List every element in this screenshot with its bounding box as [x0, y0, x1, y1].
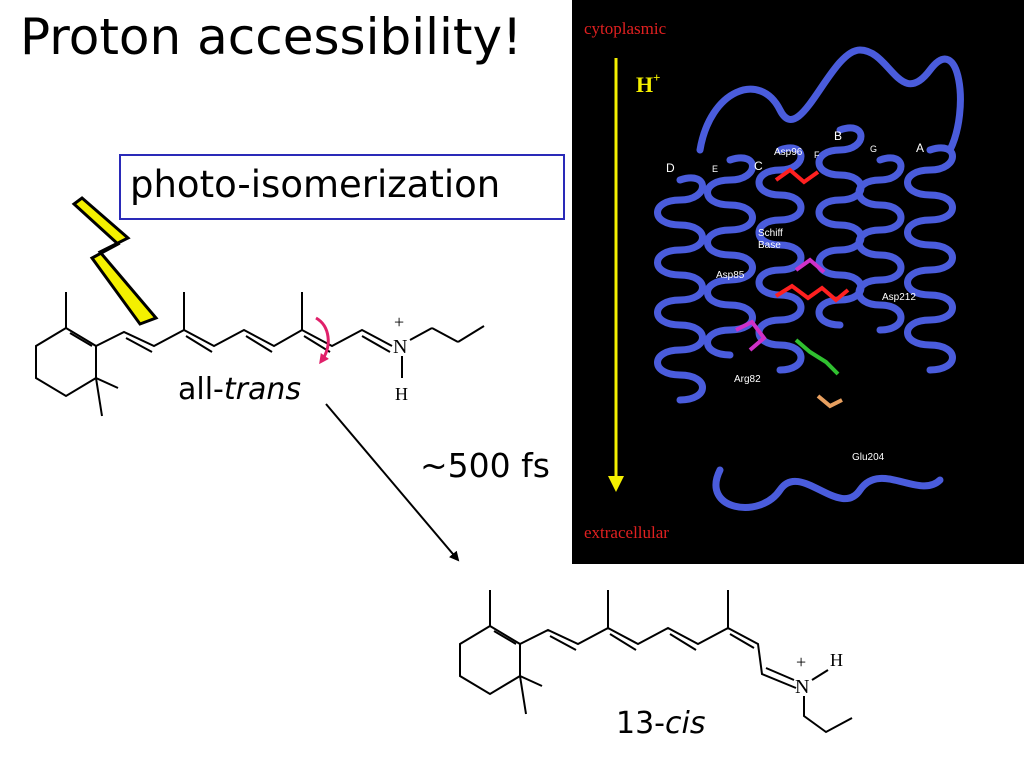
residue-label-asp212: Asp212	[882, 292, 916, 303]
helix-label-g: G	[870, 144, 877, 154]
bottom-hydrogen: H	[830, 650, 843, 670]
13-cis-molecule	[459, 590, 853, 734]
helix-label-b: B	[834, 129, 842, 143]
process-box	[119, 154, 565, 220]
slide-title: Proton accessibility!	[20, 8, 523, 66]
proton-charge: +	[653, 70, 660, 85]
helix-ribbons	[654, 46, 964, 511]
13-cis-label: 13-cis	[616, 706, 706, 741]
process-label: photo-isomerization	[130, 163, 501, 206]
timescale-label: ~500 fs	[420, 446, 550, 485]
helix-label-c: C	[754, 159, 763, 173]
bottom-charge: +	[796, 652, 806, 672]
residue-label-arg82: Arg82	[734, 374, 761, 385]
helix-label-d: D	[666, 161, 675, 175]
all-trans-molecule	[35, 292, 485, 417]
extracellular-label: extracellular	[584, 523, 669, 542]
helix-label-f: F	[814, 150, 820, 160]
protein-structure-panel: cytoplasmic extracellular H + D	[572, 0, 1024, 564]
lightning-bolt-icon	[71, 196, 159, 326]
bottom-nitrogen: N	[795, 676, 809, 698]
residue-label-base: Base	[758, 240, 781, 251]
rotation-arrow-icon	[315, 316, 330, 365]
proton-label: H	[636, 72, 653, 97]
residue-label-glu204: Glu204	[852, 452, 885, 463]
cytoplasmic-label: cytoplasmic	[584, 19, 667, 38]
top-nitrogen: N	[393, 336, 407, 358]
all-trans-label: all-trans	[178, 372, 302, 407]
top-charge: +	[394, 312, 404, 332]
reaction-arrow-icon	[325, 403, 460, 562]
residue-label-schiff: Schiff	[758, 228, 783, 239]
protein-labels: D E C B F G A Asp96 Schiff Base Asp85 As…	[666, 129, 924, 463]
residue-label-asp96: Asp96	[774, 147, 803, 158]
helix-label-e: E	[712, 164, 718, 174]
helix-label-a: A	[916, 141, 924, 155]
residue-sticks	[735, 167, 850, 409]
top-hydrogen: H	[395, 384, 408, 404]
residue-label-asp85: Asp85	[716, 270, 745, 281]
